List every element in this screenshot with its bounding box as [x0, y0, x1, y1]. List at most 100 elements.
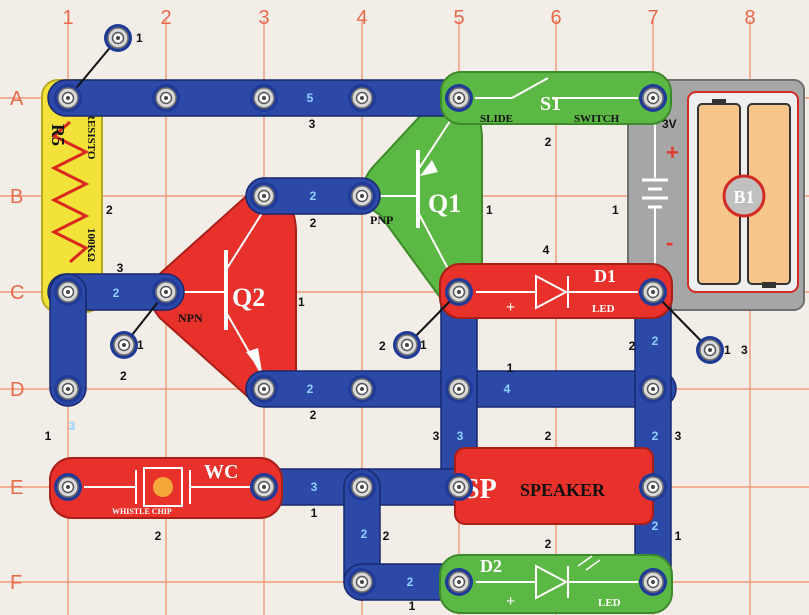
- snap-e3[interactable]: [249, 472, 279, 502]
- wire-a-side: 3: [309, 117, 316, 131]
- r5-text: RESISTO: [85, 112, 97, 160]
- row-a: A: [10, 88, 24, 110]
- wire-d-left-side: 2: [310, 408, 317, 422]
- snap-d7[interactable]: [638, 374, 668, 404]
- s1-name: S1: [540, 93, 561, 115]
- single-snap-top[interactable]: [103, 23, 133, 53]
- sp-sub: SPEAKER: [520, 480, 606, 500]
- wire-b-num: 2: [310, 189, 317, 203]
- snap-b3[interactable]: [249, 181, 279, 211]
- snap-e7[interactable]: [638, 472, 668, 502]
- r5-value: 100KΩ: [85, 228, 97, 262]
- snap-d5[interactable]: [444, 374, 474, 404]
- transistor-q1[interactable]: Q1 PNP: [361, 84, 483, 302]
- snap-a5[interactable]: [444, 83, 474, 113]
- snap-e5[interactable]: [444, 472, 474, 502]
- speaker-sp[interactable]: SP SPEAKER: [454, 447, 654, 525]
- snap-a4[interactable]: [347, 83, 377, 113]
- snap-f7[interactable]: [638, 567, 668, 597]
- row-d: D: [10, 379, 24, 401]
- col-6: 6: [550, 7, 561, 29]
- column-headers: 1 2 3 4 5 6 7 8: [62, 7, 755, 29]
- row-e: E: [10, 477, 23, 499]
- snap-a3[interactable]: [249, 83, 279, 113]
- single-snap-c[interactable]: [109, 330, 139, 360]
- wire-e-num: 3: [311, 480, 318, 494]
- snap-a7[interactable]: [638, 83, 668, 113]
- wc-name: WC: [204, 461, 238, 483]
- whistle-chip-wc[interactable]: WC WHISTLE CHIP: [49, 457, 283, 519]
- row-f: F: [10, 572, 22, 594]
- d1-plus: +: [506, 299, 515, 316]
- b1-minus: -: [666, 230, 673, 255]
- snap-c7[interactable]: [638, 277, 668, 307]
- snap-e4[interactable]: [347, 472, 377, 502]
- wire-d-mid-side: 3: [433, 429, 440, 443]
- s1-right: SWITCH: [574, 113, 620, 125]
- row-headers: A B C D E F: [10, 88, 24, 594]
- row-c: C: [10, 282, 24, 304]
- d2-sub: LED: [598, 597, 621, 609]
- wire-f-num: 2: [407, 575, 414, 589]
- wire-rv-mid-side: 3: [675, 429, 682, 443]
- s1-level: 2: [545, 135, 552, 149]
- s1-left: SLIDE: [480, 113, 513, 125]
- sp-level: 2: [545, 429, 552, 443]
- wc-level: 2: [155, 529, 162, 543]
- wire-c-num: 2: [113, 286, 120, 300]
- snap-a2[interactable]: [151, 83, 181, 113]
- snap-b4[interactable]: [347, 181, 377, 211]
- col-1: 1: [62, 7, 73, 29]
- snap-c1[interactable]: [53, 277, 83, 307]
- snap-f4[interactable]: [347, 567, 377, 597]
- wire-rv-top-side: 2: [629, 339, 636, 353]
- r5-name: R5: [48, 124, 68, 146]
- col-8: 8: [744, 7, 755, 29]
- wire-left-side: 1: [45, 429, 52, 443]
- wire-rv-bot-num: 2: [652, 519, 659, 533]
- q2-type: NPN: [178, 311, 203, 325]
- wire-c-side: 3: [117, 261, 124, 275]
- switch-s1[interactable]: S1 SLIDE SWITCH: [440, 71, 672, 125]
- snap-c5[interactable]: [444, 277, 474, 307]
- snap-c2[interactable]: [151, 277, 181, 307]
- b1-level: 1: [612, 203, 619, 217]
- d2-level: 2: [545, 537, 552, 551]
- snap-e1[interactable]: [53, 472, 83, 502]
- col-5: 5: [453, 7, 464, 29]
- d2-name: D2: [480, 556, 502, 576]
- q1-level: 1: [486, 203, 493, 217]
- wire-left-vert[interactable]: [49, 273, 87, 407]
- col-3: 3: [258, 7, 269, 29]
- battery-b1[interactable]: B1 3V + -: [627, 79, 805, 311]
- d2-plus: +: [506, 593, 515, 610]
- snap-a1[interactable]: [53, 83, 83, 113]
- wire-a-num: 5: [307, 91, 314, 105]
- d1-name: D1: [594, 266, 616, 286]
- snap-d1[interactable]: [53, 374, 83, 404]
- r5-level: 2: [106, 203, 113, 217]
- wire-f-vert-side: 2: [383, 529, 390, 543]
- snap-d4[interactable]: [347, 374, 377, 404]
- single-snap-c-side: 2: [120, 369, 127, 383]
- q1-type: PNP: [370, 213, 393, 227]
- col-7: 7: [647, 7, 658, 29]
- row-b: B: [10, 186, 23, 208]
- q2-level: 1: [298, 295, 305, 309]
- single-snap-d1-left[interactable]: [392, 330, 422, 360]
- led-d1[interactable]: D1 LED +: [439, 263, 673, 319]
- single-snap-top-label: 1: [136, 31, 143, 45]
- single-snap-d1-right[interactable]: [695, 335, 725, 365]
- snap-f5[interactable]: [444, 567, 474, 597]
- wire-rv-top-num: 2: [652, 334, 659, 348]
- led-d2[interactable]: D2 LED +: [439, 554, 673, 614]
- col-4: 4: [356, 7, 367, 29]
- single-snap-d1-right-label: 1: [724, 343, 731, 357]
- snap-d3[interactable]: [249, 374, 279, 404]
- wire-d-mid-num: 3: [457, 429, 464, 443]
- wire-b[interactable]: [245, 177, 381, 215]
- wire-d-right-side: 1: [507, 361, 514, 375]
- wire-b-side: 2: [310, 216, 317, 230]
- q2-name: Q2: [232, 283, 265, 312]
